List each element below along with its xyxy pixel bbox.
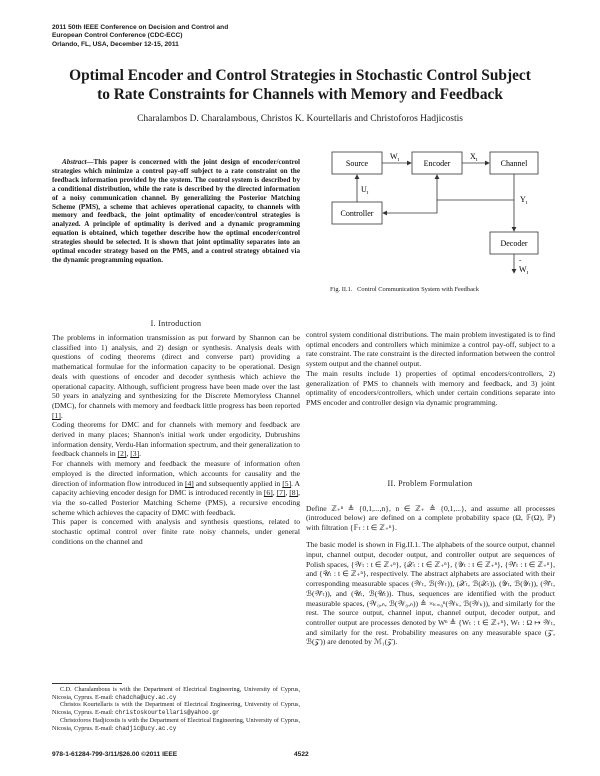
arrow-feedback-to-controller	[382, 200, 438, 216]
formulation-paragraph-2: The basic model is shown in Fig.II.1. Th…	[306, 540, 555, 647]
intro-paragraph-3: For channels with memory and feedback th…	[52, 459, 300, 517]
signal-w-label: Wt	[390, 152, 400, 163]
page-number: 4522	[294, 751, 309, 758]
problem-formulation-body: Define ℤ₊ⁿ ≜ {0,1,...,n}, n ∈ ℤ₊ ≜ {0,1,…	[306, 496, 555, 655]
citation-link-8[interactable]: [8]	[289, 488, 299, 498]
section-heading-problem-formulation: II. Problem Formulation	[387, 479, 473, 488]
abstract: Abstract—This paper is concerned with th…	[52, 158, 300, 265]
footnote-2: Christos Kourtellaris is with the Depart…	[52, 701, 300, 716]
introduction-body: The problems in information transmission…	[52, 333, 300, 546]
citation-link-5[interactable]: [5]	[282, 478, 292, 488]
footnote-3-text: Christoforos Hadjicostis is with the Dep…	[52, 716, 300, 732]
channel-label: Channel	[501, 159, 528, 168]
source-label: Source	[346, 159, 369, 168]
footnote-1: C.D. Charalambous is with the Department…	[52, 686, 300, 701]
author-list: Charalambos D. Charalambous, Christos K.…	[137, 114, 463, 124]
footnote-1-text: C.D. Charalambous is with the Department…	[52, 686, 300, 701]
title-line-1: Optimal Encoder and Control Strategies i…	[69, 67, 531, 84]
email-charalambous[interactable]: chadcha@ucy.ac.cy	[115, 693, 177, 701]
intro-p2-sep: ,	[126, 449, 129, 459]
footnotes: C.D. Charalambous is with the Department…	[52, 686, 300, 732]
conference-line-2: European Control Conference (CDC-ECC)	[52, 32, 183, 40]
intro-right-paragraph-1: control system conditional distributions…	[306, 330, 555, 369]
introduction-continued: control system conditional distributions…	[306, 330, 555, 408]
intro-p1-end: .	[60, 410, 63, 420]
section-heading-introduction: I. Introduction	[150, 319, 202, 328]
decoder-label: Decoder	[500, 239, 527, 248]
citation-link-4[interactable]: [4]	[184, 478, 194, 488]
intro-p3-text-c: . A capacity achieving encoder design fo…	[52, 478, 300, 498]
intro-paragraph-2: Coding theorems for DMC and for channels…	[52, 420, 300, 459]
signal-u-label: Ut	[361, 185, 369, 196]
intro-right-paragraph-2: The main results include 1) properties o…	[306, 368, 555, 407]
abstract-dash: —	[86, 158, 94, 166]
controller-label: Controller	[341, 209, 374, 218]
footnote-3: Christoforos Hadjicostis is with the Dep…	[52, 717, 300, 732]
encoder-label: Encoder	[424, 159, 451, 168]
title-line-2: to Rate Constraints for Channels with Me…	[97, 86, 503, 103]
signal-w-tilde-hat: ˜	[519, 259, 522, 267]
intro-p3-text-a: For channels with memory and feedback th…	[52, 459, 300, 488]
abstract-lead: Abstract	[62, 158, 87, 166]
formulation-paragraph-1: Define ℤ₊ⁿ ≜ {0,1,...,n}, n ∈ ℤ₊ ≜ {0,1,…	[306, 503, 555, 532]
citation-link-7[interactable]: [7]	[276, 488, 286, 498]
intro-paragraph-4: This paper is concerned with analysis an…	[52, 517, 300, 546]
intro-p2-end: .	[139, 449, 142, 459]
intro-p3-text-b: and subsequently applied in	[195, 478, 281, 488]
email-hadjicostis[interactable]: chadjic@ucy.ac.cy	[115, 724, 177, 732]
signal-x-label: Xt	[470, 152, 478, 163]
footnote-rule	[52, 683, 122, 684]
isbn-copyright: 978-1-61284-799-3/11/$26.00 ©2011 IEEE	[52, 751, 178, 758]
conference-header: 2011 50th IEEE Conference on Decision an…	[52, 24, 312, 49]
email-kourtellaris[interactable]: christoskourtellaris@yahoo.gr	[115, 709, 220, 717]
signal-y-label: Yt	[520, 195, 528, 206]
figure-caption-text: Control Communication System with Feedba…	[357, 286, 479, 293]
intro-p2-text: Coding theorems for DMC and for channels…	[52, 420, 300, 459]
arrow-feedback-to-encoder	[434, 174, 514, 201]
figure-caption: Fig. II.1. Control Communication System …	[330, 286, 479, 293]
citation-link-2[interactable]: [2]	[117, 449, 127, 459]
paper-title: Optimal Encoder and Control Strategies i…	[40, 66, 560, 104]
citation-link-1[interactable]: [1]	[52, 410, 61, 420]
footnote-2-text: Christos Kourtellaris is with the Depart…	[52, 701, 300, 717]
intro-p1-text: The problems in information transmission…	[52, 333, 300, 410]
intro-paragraph-1: The problems in information transmission…	[52, 333, 300, 420]
figure-caption-label: Fig. II.1.	[330, 286, 353, 293]
citation-link-6[interactable]: [6]	[263, 488, 273, 498]
intro-p3-text-f: , via the so-called Posterior Matching S…	[52, 488, 301, 517]
citation-link-3[interactable]: [3]	[130, 449, 140, 459]
abstract-text: This paper is concerned with the joint d…	[52, 158, 300, 264]
intro-p3-sep-1: ,	[272, 488, 275, 498]
signal-w-tilde-label: Wt	[519, 265, 529, 276]
conference-line-1: 2011 50th IEEE Conference on Decision an…	[52, 24, 229, 31]
conference-line-3: Orlando, FL, USA, December 12-15, 2011	[52, 40, 179, 48]
intro-p3-sep-2: ,	[285, 488, 288, 498]
block-diagram: Source Encoder Channel Controller Decode…	[331, 151, 539, 276]
